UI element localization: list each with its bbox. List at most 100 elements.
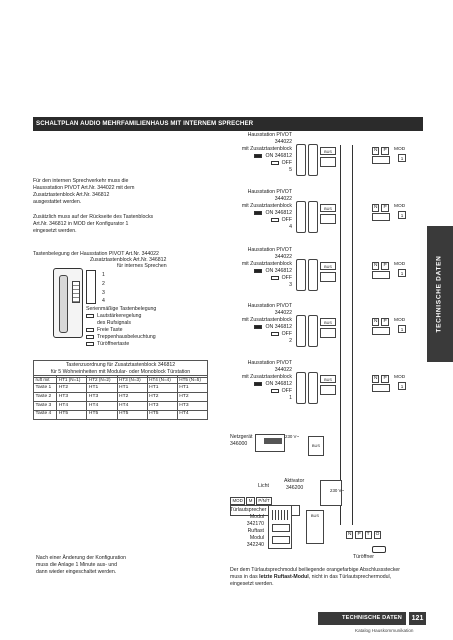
terminal-n: N: [372, 318, 380, 327]
door-opener-icon: [372, 546, 386, 553]
key-block: [86, 270, 96, 304]
speaker-grille: [72, 281, 80, 303]
door-bus-terminal: BUS: [306, 510, 324, 544]
note-right-text: Der dem Türlautsprechmodul beiliegende o…: [230, 567, 401, 581]
section-header: SCHALTPLAN AUDIO MEHRFAMILIENHAUS MIT IN…: [33, 117, 423, 131]
station-bus-terminal: BUS: [320, 147, 336, 155]
station-module: [320, 272, 336, 282]
power-supply-unit: [255, 434, 285, 452]
door-label: Türlautsprecher Modul 342170 Ruftast Mod…: [230, 507, 267, 549]
series-item: des Rufsignals: [97, 320, 132, 327]
station-number: 4: [289, 224, 292, 231]
page-number: 121: [409, 612, 426, 625]
intro-text: Für den internen Sprechverkehr muss die …: [33, 178, 135, 206]
table-cell: HT4: [176, 409, 209, 420]
table-corner: ruft mit: [32, 374, 58, 385]
switch-off-icon: [270, 275, 279, 280]
terminal-p: P: [381, 318, 389, 327]
station-bus-terminal: BUS: [320, 375, 336, 383]
table-cell: HT1: [116, 383, 148, 394]
door-opener-label: Türöffner: [353, 554, 374, 560]
station-handset-icon: [296, 144, 306, 176]
mod-label: MOD: [394, 375, 406, 380]
terminal-p: P: [381, 262, 389, 271]
table-cell: HT2: [116, 392, 148, 402]
terminal-n: N: [372, 204, 380, 213]
station-speaker-icon: [308, 372, 318, 404]
bus-terminal: BUS: [308, 436, 324, 456]
call-button: [272, 524, 290, 532]
table-cell: HT1: [86, 383, 118, 394]
catalog-name: Katalog Hauskommunikation: [355, 628, 414, 633]
switch-on-label: ON: [265, 381, 274, 388]
block-art: 346812: [274, 381, 292, 388]
bus-line: [340, 145, 341, 525]
table-cell: HT3: [56, 392, 88, 402]
series-title: Serienmäßige Tastenbelegung: [86, 306, 157, 312]
terminal-n: N: [372, 262, 380, 271]
activator-art: 346200: [286, 484, 304, 491]
series-item: Treppenhausbeleuchtung: [97, 334, 156, 341]
handset-receiver: [59, 275, 68, 333]
power-art: 346000: [230, 440, 248, 447]
terminal-p: P: [381, 147, 389, 156]
side-tab[interactable]: TECHNISCHE DATEN: [427, 226, 453, 362]
station-label: Hausstation PIVOT 344022 mit Zusatztaste…: [230, 189, 292, 231]
volume-key-icon: [86, 313, 94, 318]
table-cell: HT2: [146, 392, 178, 402]
mod-value: 1: [398, 211, 406, 219]
series-item: Türöffnertaste: [97, 341, 130, 348]
keys-sub2: für internes Sprechen: [117, 263, 167, 269]
column-header: HT2 (N=2): [86, 374, 118, 385]
table-cell: HT5: [116, 409, 148, 420]
mod-value: 1: [398, 269, 406, 277]
door-speaker-module: [268, 505, 292, 549]
terminal-p: P: [381, 375, 389, 384]
switch-on-label: ON: [265, 210, 274, 217]
table-caption: Tastenzuordnung für Zusatztastenblock 34…: [65, 362, 176, 368]
station-label: Hausstation PIVOT 344022 mit Zusatztaste…: [230, 303, 292, 345]
switch-on-label: ON: [265, 268, 274, 275]
door-key-icon: [86, 341, 94, 346]
key-number: 1: [102, 272, 105, 278]
station-handset-icon: [296, 259, 306, 291]
call-button: [272, 536, 290, 544]
column-header: HT1 (N=1): [56, 374, 88, 385]
station-art: 344022: [274, 254, 292, 261]
column-header: HT5 (N=5): [176, 374, 209, 385]
switch-off-icon: [270, 388, 279, 393]
key-number: 2: [102, 281, 105, 287]
table-caption-sub: für 5 Wohneinheiten mit Modular- oder Mo…: [50, 369, 191, 376]
station-name: Hausstation PIVOT: [247, 247, 292, 253]
switch-off-icon: [270, 217, 279, 222]
station-with: mit Zusatztastenblock: [241, 146, 292, 153]
table-cell: HT5: [56, 409, 88, 420]
station-with: mit Zusatztastenblock: [241, 261, 292, 268]
column-header: HT4 (N=4): [146, 374, 178, 385]
switch-on-icon: [254, 153, 263, 158]
table-cell: HT2: [176, 392, 209, 402]
station-with: mit Zusatztastenblock: [241, 374, 292, 381]
table-cell: HT3: [86, 392, 118, 402]
light-label: Licht: [258, 483, 269, 489]
mod-terminal: MOD: [230, 497, 246, 505]
station-handset-icon: [296, 372, 306, 404]
switch-off-icon: [270, 331, 279, 336]
terminal-n: N: [372, 147, 380, 156]
switch-off-icon: [270, 160, 279, 165]
switch-off-label: OFF: [281, 160, 292, 167]
door-speaker-grille: [272, 510, 290, 520]
station-name: Hausstation PIVOT: [247, 303, 292, 309]
station-with: mit Zusatztastenblock: [241, 203, 292, 210]
table-cell: HT1: [146, 383, 178, 394]
station-art: 344022: [274, 367, 292, 374]
mod-label: MOD: [394, 147, 406, 152]
station-bus-terminal: BUS: [320, 318, 336, 326]
switch-on-icon: [254, 324, 263, 329]
door-t: T: [364, 531, 372, 540]
station-label: Hausstation PIVOT 344022 mit Zusatztaste…: [230, 247, 292, 289]
power-name: Netzgerät: [230, 434, 253, 440]
light-relay: [320, 480, 342, 506]
keys-sub1: Zusatztastenblock Art.Nr. 346812: [90, 257, 167, 263]
